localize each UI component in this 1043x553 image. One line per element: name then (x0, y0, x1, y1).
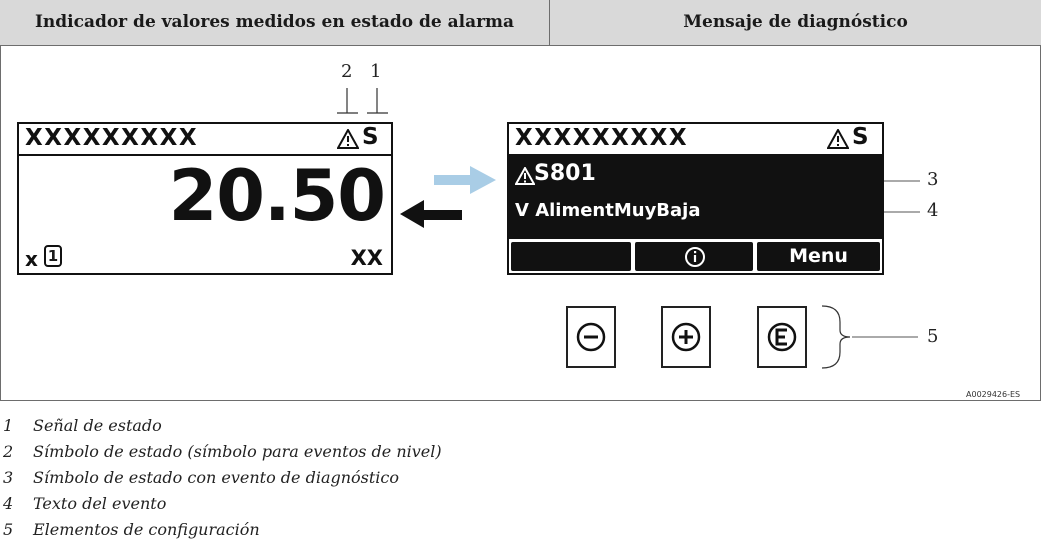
figure-id: A0029426-ES (966, 390, 1021, 399)
softkey-bar: Menu (509, 240, 882, 273)
menu-label: Menu (789, 245, 848, 267)
legend-text: Señal de estado (33, 416, 162, 435)
display-title-bar: XXXXXXXXX S (19, 124, 391, 156)
legend-text: Símbolo de estado con evento de diagnóst… (33, 468, 400, 487)
display-title: XXXXXXXXX (25, 125, 199, 151)
legend-num: 3 (3, 468, 14, 487)
legend-num: 4 (3, 494, 14, 513)
measured-value: 20.50 (168, 155, 386, 237)
legend-text: Texto del evento (33, 494, 167, 513)
warning-icon (827, 129, 849, 149)
diagnostic-code: S801 (534, 161, 596, 186)
header-right-title: Mensaje de diagnóstico (683, 12, 908, 32)
plus-icon (671, 322, 701, 352)
channel-label: x (25, 247, 38, 271)
legend-num: 1 (3, 416, 14, 435)
callout-2: 2 (341, 61, 353, 82)
callout-4: 4 (927, 200, 939, 221)
figure-header: Indicador de valores medidos en estado d… (0, 0, 1041, 46)
display-title: XXXXXXXXX (515, 125, 689, 151)
callout-3: 3 (927, 169, 939, 190)
minus-key[interactable] (566, 306, 616, 368)
unit-label: XX (350, 246, 383, 270)
legend-item: 1 Señal de estado (0, 416, 162, 435)
legend-num: 2 (3, 442, 14, 461)
legend-item: 2 Símbolo de estado (símbolo para eventos… (0, 442, 442, 461)
legend-item: 5 Elementos de configuración (0, 520, 260, 539)
softkey-menu[interactable]: Menu (757, 242, 880, 271)
status-signal-letter: S (362, 124, 379, 150)
legend-num: 5 (3, 520, 14, 539)
legend-text: Elementos de configuración (33, 520, 260, 539)
legend-item: 4 Texto del evento (0, 494, 166, 513)
enter-icon (767, 322, 797, 352)
minus-icon (576, 322, 606, 352)
channel-badge: 1 (44, 245, 62, 267)
measured-value-display: XXXXXXXXX S 20.50 x 1 XX (17, 122, 393, 275)
diagnostic-message-area: S801 V AlimentMuyBaja (509, 156, 882, 239)
callout-1: 1 (370, 61, 382, 82)
plus-key[interactable] (661, 306, 711, 368)
softkey-info[interactable] (635, 242, 753, 271)
status-signal-letter: S (852, 124, 869, 150)
warning-icon (337, 129, 359, 149)
event-text: V AlimentMuyBaja (515, 200, 701, 221)
callout-5: 5 (927, 326, 939, 347)
header-divider (549, 0, 550, 46)
legend-item: 3 Símbolo de estado con evento de diagnós… (0, 468, 399, 487)
diagnostic-display: XXXXXXXXX S S801 V AlimentMuyBaja Menu (507, 122, 884, 275)
enter-key[interactable] (757, 306, 807, 368)
softkey-1[interactable] (511, 242, 631, 271)
transition-arrows (400, 166, 496, 228)
info-icon (685, 247, 705, 267)
diagnostic-warning-icon (515, 167, 535, 185)
display-title-bar: XXXXXXXXX S (509, 124, 882, 156)
header-left-title: Indicador de valores medidos en estado d… (34, 12, 515, 32)
legend-text: Símbolo de estado (símbolo para eventos … (33, 442, 442, 461)
